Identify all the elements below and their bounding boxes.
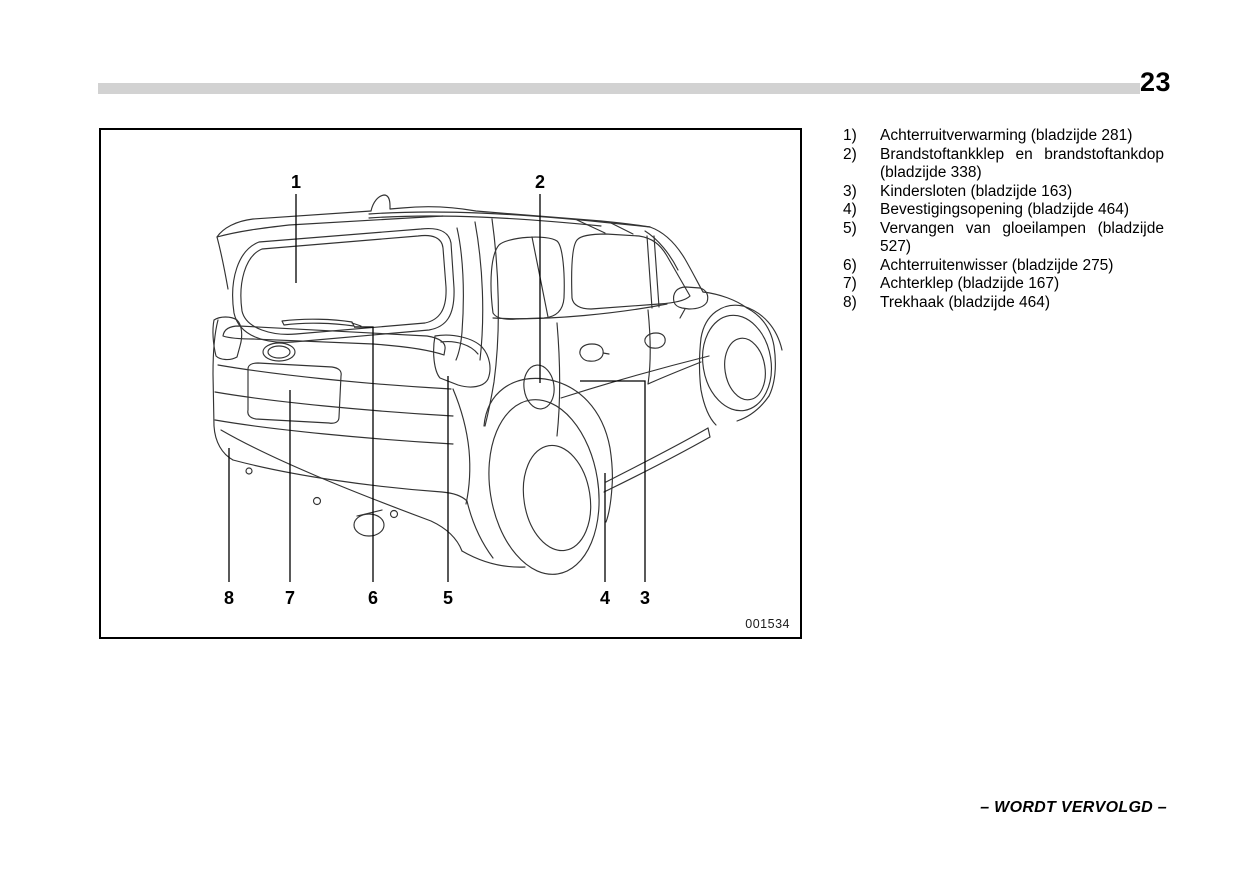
page-number: 23 bbox=[1140, 67, 1172, 97]
legend-item-3: 3) Kindersloten (bladzijde 163) bbox=[843, 183, 1173, 202]
callout-label-6: 6 bbox=[368, 588, 378, 608]
legend-item-number: 8) bbox=[843, 293, 857, 311]
legend-list: 1) Achterruitverwarming (bladzijde 281) … bbox=[843, 127, 1173, 312]
legend-item-number: 4) bbox=[843, 201, 857, 218]
legend-item-6: 6) Achterruitenwisser (bladzijde 275) bbox=[843, 257, 1173, 276]
legend-item-2: 2) Brandstoftankklep en brandstoftankdop… bbox=[843, 146, 1173, 183]
legend-item-number: 3) bbox=[843, 182, 857, 200]
legend-item-text: Achterruitenwisser (bladzijde 275) bbox=[880, 256, 1114, 274]
legend-item-number: 2) bbox=[843, 145, 857, 163]
callout-label-8: 8 bbox=[224, 588, 234, 608]
legend-item-text: Kindersloten (bladzijde 163) bbox=[880, 182, 1073, 200]
legend-item-number: 7) bbox=[843, 275, 857, 292]
figure-code: 001534 bbox=[745, 617, 790, 631]
legend-item-text: Trekhaak (bladzijde 464) bbox=[880, 293, 1051, 311]
callout-label-1: 1 bbox=[291, 172, 301, 192]
legend-item-5: 5) Vervangen van gloeilampen (bladzijde … bbox=[843, 220, 1173, 257]
legend-item-text: Vervangen van gloeilampen (bladzijde 527… bbox=[880, 219, 1164, 256]
legend-item-number: 5) bbox=[843, 219, 857, 237]
legend-item-4: 4) Bevestigingsopening (bladzijde 464) bbox=[843, 201, 1173, 220]
car-line-art bbox=[212, 194, 783, 575]
callout-line-6 bbox=[354, 326, 374, 582]
car-rear-diagram: 1 2 8 7 6 5 4 3 bbox=[212, 172, 783, 608]
callout-label-4: 4 bbox=[600, 588, 610, 608]
callout-label-3: 3 bbox=[640, 588, 650, 608]
continuation-note: – WORDT VERVOLGD – bbox=[980, 799, 1167, 816]
legend-item-text: Achterklep (bladzijde 167) bbox=[880, 275, 1060, 292]
legend-item-number: 6) bbox=[843, 256, 857, 274]
legend-item-8: 8) Trekhaak (bladzijde 464) bbox=[843, 294, 1173, 313]
top-divider-bar bbox=[98, 83, 1140, 94]
legend-item-number: 1) bbox=[843, 127, 857, 144]
callout-label-5: 5 bbox=[443, 588, 453, 608]
legend-item-text: Bevestigingsopening (bladzijde 464) bbox=[880, 201, 1130, 218]
legend-item-1: 1) Achterruitverwarming (bladzijde 281) bbox=[843, 127, 1173, 146]
figure-box: 1 2 8 7 6 5 4 3 001534 bbox=[99, 128, 802, 639]
legend-item-7: 7) Achterklep (bladzijde 167) bbox=[843, 275, 1173, 294]
callout-lines bbox=[228, 194, 646, 582]
callout-line-3 bbox=[580, 380, 646, 582]
callout-labels: 1 2 8 7 6 5 4 3 bbox=[224, 172, 650, 608]
legend-item-text: Brandstoftankklep en brandstoftankdop (b… bbox=[880, 145, 1164, 182]
callout-label-2: 2 bbox=[535, 172, 545, 192]
callout-label-7: 7 bbox=[285, 588, 295, 608]
legend-item-text: Achterruitverwarming (bladzijde 281) bbox=[880, 127, 1133, 144]
